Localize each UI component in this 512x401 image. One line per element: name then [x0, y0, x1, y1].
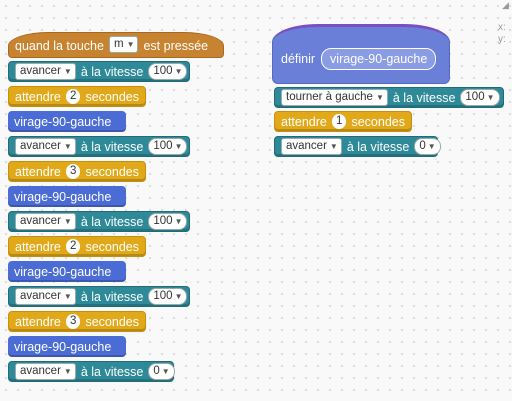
dropdown-arrow-icon: ▼ — [63, 67, 72, 76]
dropdown-arrow-icon: ▼ — [63, 142, 72, 151]
speed-value-input[interactable]: 100 ▼ — [148, 138, 188, 155]
wait-label: attendre — [281, 114, 327, 129]
speed-value-input[interactable]: 0 ▼ — [414, 138, 441, 155]
speed-value-input[interactable]: 0 ▼ — [148, 363, 175, 380]
motor-action-dropdown[interactable]: avancer ▼ — [15, 363, 76, 380]
wait-label: attendre — [15, 314, 61, 329]
wait-seconds-block[interactable]: attendre 3 secondes — [8, 311, 146, 332]
seconds-label: secondes — [85, 164, 139, 179]
custom-block-label: virage-90-gauche — [14, 264, 112, 279]
motor-action-value: avancer — [20, 215, 61, 227]
seconds-label: secondes — [85, 239, 139, 254]
motor-action-dropdown[interactable]: avancer ▼ — [15, 63, 76, 80]
seconds-label: secondes — [85, 314, 139, 329]
speed-label: à la vitesse — [80, 214, 144, 229]
speed-label: à la vitesse — [80, 364, 144, 379]
speed-value-input[interactable]: 100 ▼ — [148, 288, 188, 305]
dropdown-arrow-icon: ▼ — [174, 217, 183, 226]
dropdown-arrow-icon: ▼ — [161, 367, 170, 376]
seconds-input[interactable]: 1 — [331, 114, 347, 129]
when-key-pressed-hat-block[interactable]: quand la touche m ▼ est pressée — [8, 32, 224, 58]
speed-value: 100 — [153, 140, 173, 152]
key-dropdown-value: m — [113, 38, 124, 50]
custom-turn-block[interactable]: virage-90-gauche — [8, 261, 126, 282]
hat-suffix-label: est pressée — [143, 39, 209, 53]
forward-speed-block[interactable]: avancer ▼ à la vitesse 0 ▼ — [8, 361, 175, 382]
speed-label: à la vitesse — [346, 139, 410, 154]
wait-seconds-block[interactable]: attendre 2 secondes — [8, 86, 146, 107]
forward-speed-block[interactable]: avancer ▼ à la vitesse 100 ▼ — [8, 286, 190, 307]
speed-label: à la vitesse — [80, 64, 144, 79]
wait-label: attendre — [15, 89, 61, 104]
seconds-input[interactable]: 3 — [65, 164, 81, 179]
motor-action-value: avancer — [20, 65, 61, 77]
dropdown-arrow-icon: ▼ — [174, 142, 183, 151]
custom-block-label: virage-90-gauche — [14, 339, 112, 354]
forward-speed-block[interactable]: avancer ▼ à la vitesse 100 ▼ — [8, 211, 190, 232]
speed-label: à la vitesse — [80, 139, 144, 154]
stage-coordinates: x: y: — [498, 22, 512, 46]
speed-value-input[interactable]: 100 ▼ — [148, 213, 188, 230]
seconds-input[interactable]: 3 — [65, 314, 81, 329]
custom-turn-block[interactable]: virage-90-gauche — [8, 186, 126, 207]
turn-left-speed-block[interactable]: tourner à gauche ▼ à la vitesse 100 ▼ — [274, 87, 504, 108]
seconds-input[interactable]: 2 — [65, 89, 81, 104]
dropdown-arrow-icon: ▼ — [63, 217, 72, 226]
motor-action-value: avancer — [20, 290, 61, 302]
motor-action-dropdown[interactable]: avancer ▼ — [15, 138, 76, 155]
x-coordinate-label: x: — [498, 22, 506, 33]
seconds-input[interactable]: 2 — [65, 239, 81, 254]
motor-action-value: avancer — [20, 365, 61, 377]
dropdown-arrow-icon: ▼ — [427, 142, 436, 151]
speed-value: 100 — [465, 91, 485, 103]
motor-action-dropdown[interactable]: tourner à gauche ▼ — [281, 89, 388, 106]
custom-turn-block[interactable]: virage-90-gauche — [8, 111, 126, 132]
seconds-label: secondes — [351, 114, 405, 129]
custom-turn-block[interactable]: virage-90-gauche — [8, 336, 126, 357]
speed-value: 100 — [153, 215, 173, 227]
speed-value-input[interactable]: 100 ▼ — [148, 63, 188, 80]
define-block-hat[interactable]: définir virage-90-gauche — [272, 24, 450, 84]
dropdown-arrow-icon: ▼ — [329, 142, 338, 151]
speed-label: à la vitesse — [392, 90, 456, 105]
key-dropdown[interactable]: m ▼ — [108, 36, 139, 53]
wait-seconds-block[interactable]: attendre 2 secondes — [8, 236, 146, 257]
seconds-label: secondes — [85, 89, 139, 104]
motor-action-value: avancer — [286, 140, 327, 152]
dropdown-arrow-icon: ▼ — [63, 367, 72, 376]
custom-block-label: virage-90-gauche — [14, 114, 112, 129]
dropdown-arrow-icon: ▼ — [174, 67, 183, 76]
dropdown-arrow-icon: ▼ — [375, 93, 384, 102]
motor-action-dropdown[interactable]: avancer ▼ — [15, 288, 76, 305]
motor-action-value: tourner à gauche — [286, 91, 373, 103]
forward-speed-block[interactable]: avancer ▼ à la vitesse 100 ▼ — [8, 136, 190, 157]
speed-value: 100 — [153, 290, 173, 302]
wait-label: attendre — [15, 164, 61, 179]
dropdown-arrow-icon: ▼ — [174, 292, 183, 301]
y-coordinate-label: y: — [498, 34, 506, 45]
custom-block-label: virage-90-gauche — [14, 189, 112, 204]
speed-label: à la vitesse — [80, 289, 144, 304]
dropdown-arrow-icon: ▼ — [126, 40, 135, 49]
dropdown-arrow-icon: ▼ — [63, 292, 72, 301]
speed-value: 0 — [419, 140, 426, 152]
dropdown-arrow-icon: ▼ — [486, 93, 495, 102]
motor-action-dropdown[interactable]: avancer ▼ — [281, 138, 342, 155]
scroll-corner-icon: ◢ — [502, 0, 509, 10]
speed-value: 0 — [153, 365, 160, 377]
speed-value-input[interactable]: 100 ▼ — [460, 89, 500, 106]
forward-speed-block[interactable]: avancer ▼ à la vitesse 0 ▼ — [274, 136, 441, 157]
speed-value: 100 — [153, 65, 173, 77]
wait-seconds-block[interactable]: attendre 3 secondes — [8, 161, 146, 182]
wait-label: attendre — [15, 239, 61, 254]
define-label: définir — [281, 52, 316, 66]
hat-prefix-label: quand la touche — [15, 39, 104, 53]
motor-action-value: avancer — [20, 140, 61, 152]
wait-seconds-block[interactable]: attendre 1 secondes — [274, 111, 412, 132]
forward-speed-block[interactable]: avancer ▼ à la vitesse 100 ▼ — [8, 61, 190, 82]
motor-action-dropdown[interactable]: avancer ▼ — [15, 213, 76, 230]
custom-block-name[interactable]: virage-90-gauche — [321, 48, 437, 70]
